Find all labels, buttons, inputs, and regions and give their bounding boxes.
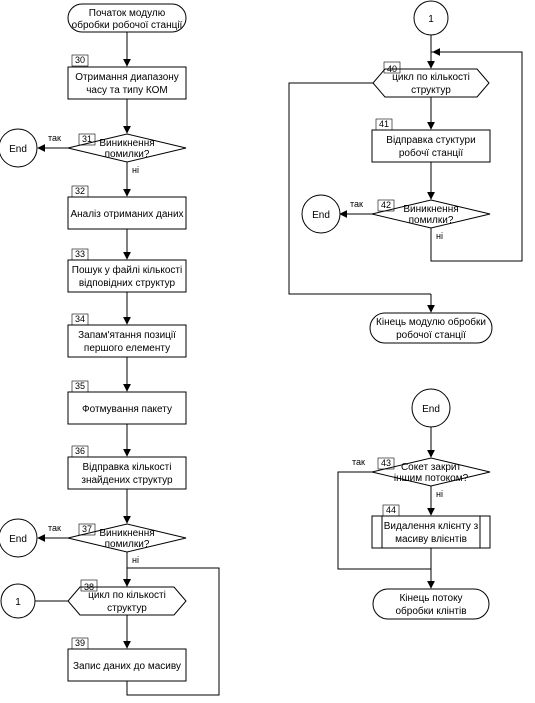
process-41-label-1: Відправка стуктури (386, 135, 475, 146)
decision-43-number: 43 (381, 458, 391, 468)
end-thread-label-2: обробки клінтів (395, 605, 466, 617)
process-30-number: 30 (75, 55, 85, 65)
decision-43: Сокет закрит іншим потоком? 43 (371, 457, 491, 487)
decision-42-number: 42 (381, 200, 391, 210)
process-35-number: 35 (75, 381, 85, 391)
process-36-label-1: Відправка кількості (82, 462, 171, 473)
process-32-number: 32 (75, 186, 85, 196)
end-terminator-3: End (301, 194, 341, 234)
process-35: Фотмування пакету 35 (67, 381, 187, 425)
loop-40: цикл по кількості структур 40 (372, 64, 490, 98)
process-33-label-1: Пошук у файлі кількості (72, 264, 182, 276)
decision-31: Виникнення помилки? 31 (67, 133, 187, 163)
decision-37: Виникнення помилки? 37 (67, 523, 187, 553)
process-34: Запам'ятання позиції першого елементу 34 (67, 314, 187, 358)
decision-31-number: 31 (82, 134, 92, 144)
loop-38: цикл по кількості структур 38 (67, 582, 187, 616)
end-2-label: End (9, 534, 27, 545)
label-no-42: ні (436, 231, 443, 241)
connector-1-right: 1 (413, 0, 449, 36)
end-1-label: End (9, 144, 27, 155)
process-41: Відправка стуктури робочї станції 41 (371, 119, 491, 163)
process-30: Отримання диапазону часу та типу КОМ 30 (67, 55, 187, 100)
decision-42: Виникнення помилки? 42 (371, 199, 491, 229)
process-36-number: 36 (75, 446, 85, 456)
edge-40-loop-exit (288, 82, 431, 295)
process-41-label-2: робочї станції (399, 147, 463, 159)
process-35-label: Фотмування пакету (82, 404, 172, 415)
process-34-number: 34 (75, 314, 85, 324)
process-44-number: 44 (386, 505, 396, 515)
label-yes-42: так (350, 199, 363, 209)
decision-37-number: 37 (82, 524, 92, 534)
loop-40-label-2: структур (411, 85, 451, 96)
edge-43-yes (337, 471, 431, 570)
process-33-number: 33 (75, 249, 85, 259)
loop-40-number: 40 (387, 64, 397, 74)
decision-31-label-2: помилки? (105, 149, 150, 160)
process-30-label-1: Отримання диапазону (75, 72, 179, 83)
connector-1-right-label: 1 (428, 14, 434, 25)
process-32-label: Аналіз отриманих даних (70, 209, 183, 220)
predefined-process-44: Видалення клієнту з масиву влієнтів 44 (371, 505, 491, 549)
process-39-label: Запис даних до масиву (73, 661, 181, 672)
start-module-label-2: обробки робочої станції (72, 19, 183, 31)
label-yes-37: так (48, 523, 61, 533)
process-44-label-1: Видалення клієнту з (384, 521, 479, 532)
start-module-label-1: Початок модулю (89, 8, 166, 19)
end-module-label-2: робочої станції (396, 329, 466, 341)
loop-38-number: 38 (84, 582, 94, 592)
process-41-number: 41 (379, 119, 389, 129)
decision-42-label-2: помилки? (409, 215, 454, 226)
process-36: Відправка кількості знайдених структур 3… (67, 446, 187, 490)
process-33-label-2: відповідних структур (79, 278, 176, 289)
decision-31-label-1: Виникнення (99, 138, 154, 149)
end-terminator-4: End (411, 388, 451, 428)
label-yes-31: так (48, 133, 61, 143)
decision-43-label-1: Сокет закрит (401, 462, 462, 473)
edge-42-no-loop-back (430, 51, 523, 262)
process-30-label-2: часу та типу КОМ (86, 85, 168, 96)
edge-39-loop-back (126, 567, 220, 696)
end-4-label: End (422, 404, 440, 415)
label-no-43: ні (436, 489, 443, 499)
label-no-31: ні (132, 165, 139, 175)
end-module-label-1: Кінець модулю обробки (376, 316, 486, 328)
decision-37-label-1: Виникнення (99, 528, 154, 539)
start-module-terminator: Початок модулю обробки робочої станції (67, 3, 187, 33)
loop-38-label-1: цикл по кількості (88, 590, 166, 601)
decision-43-label-2: іншим потоком? (394, 473, 469, 484)
end-terminator-2: End (0, 518, 38, 558)
process-34-label-1: Запам'ятання позиції (78, 330, 176, 341)
loop-38-label-2: структур (107, 603, 147, 614)
end-3-label: End (312, 210, 330, 221)
connector-1-left: 1 (0, 583, 36, 619)
decision-42-label-1: Виникнення (403, 204, 458, 215)
label-yes-43: так (352, 457, 365, 467)
process-44-label-2: масиву влієнтів (395, 534, 467, 545)
decision-37-label-2: помилки? (105, 539, 150, 550)
connector-1-left-label: 1 (15, 597, 21, 608)
loop-40-label-1: цикл по кількості (392, 72, 470, 83)
process-39-number: 39 (75, 638, 85, 648)
label-no-37: ні (132, 555, 139, 565)
end-thread-label-1: Кінець потоку (399, 593, 462, 604)
end-thread-terminator: Кінець потоку обробки клінтів (372, 588, 490, 620)
process-39: Запис даних до масиву 39 (67, 638, 187, 682)
end-terminator-1: End (0, 128, 38, 168)
number-tabs (71, 54, 401, 650)
end-module-terminator: Кінець модулю обробки робочої станції (369, 312, 493, 344)
process-36-label-2: знайдених структур (81, 475, 173, 486)
process-34-label-2: першого елементу (84, 343, 170, 354)
process-33: Пошук у файлі кількості відповідних стру… (67, 249, 187, 293)
